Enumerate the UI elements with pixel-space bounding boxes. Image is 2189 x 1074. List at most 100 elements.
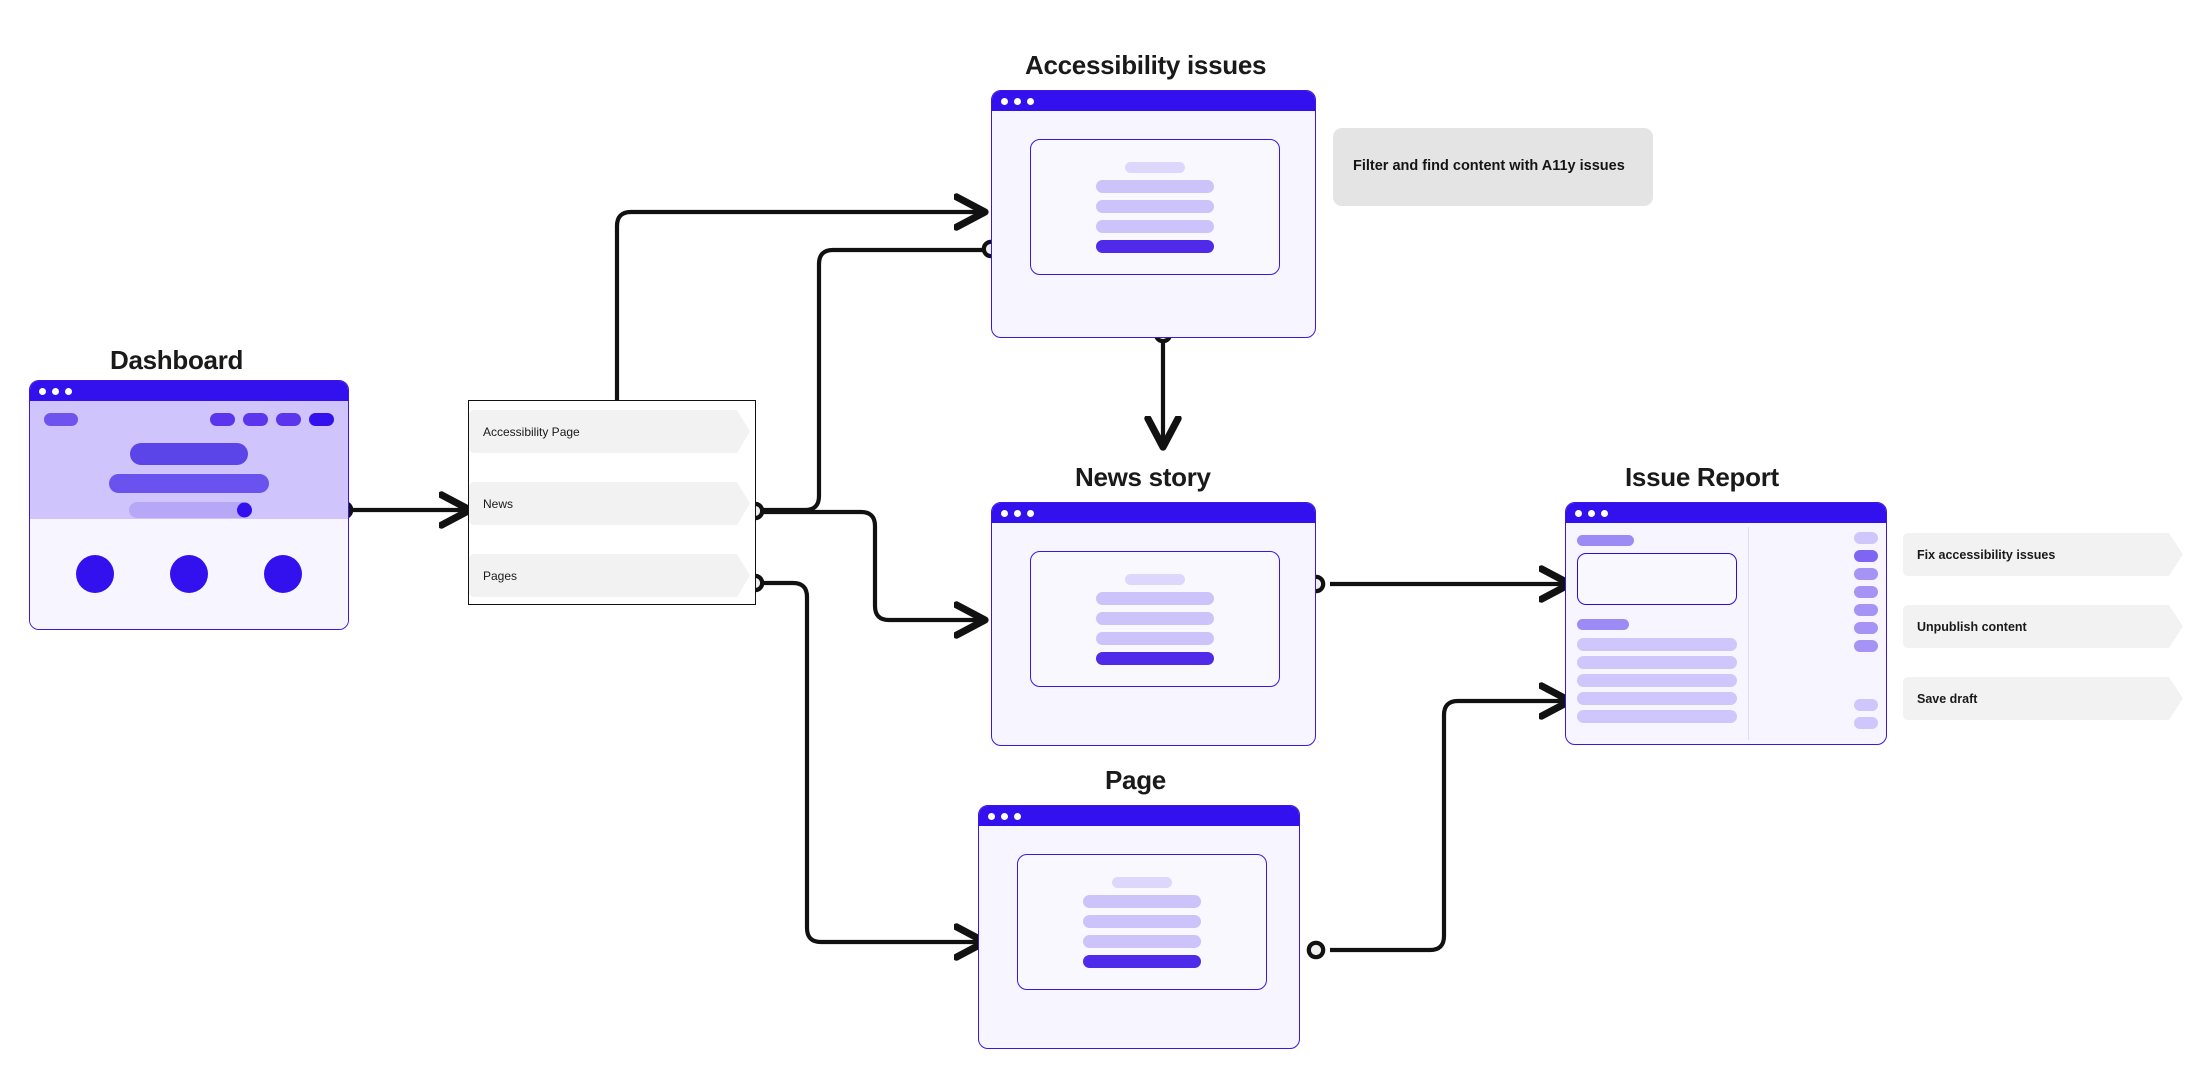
issue-list-row[interactable] [1577, 692, 1737, 705]
dashboard-cards-row [30, 519, 348, 629]
hero-subheading-placeholder [109, 474, 269, 493]
card-accessibility-issues[interactable] [991, 90, 1316, 338]
sidebar-pill-selected[interactable] [1854, 550, 1878, 562]
hero-heading-placeholder [130, 443, 248, 465]
sidebar-pill[interactable] [1854, 568, 1878, 580]
page-title-accessibility-issues: Accessibility issues [1025, 50, 1267, 80]
nav-item-placeholder[interactable] [276, 413, 301, 426]
field-label-placeholder [1577, 619, 1629, 630]
card-dashboard[interactable] [29, 380, 349, 630]
dashboard-hero-content [44, 443, 334, 518]
issue-list-row[interactable] [1577, 638, 1737, 651]
annotation-filter-note: Filter and find content with A11y issues [1333, 128, 1653, 206]
window-dot-icon [1001, 97, 1008, 105]
dashboard-hero [30, 401, 348, 519]
issue-list [1577, 638, 1737, 723]
sidebar-footer [1854, 699, 1878, 735]
window-dot-icon [1001, 509, 1008, 517]
panel-line-placeholder [1083, 934, 1201, 948]
sidebar-divider [1748, 527, 1749, 740]
window-dot-icon [1014, 812, 1021, 820]
window-dot-icon [1014, 97, 1021, 105]
panel-line-placeholder [1083, 914, 1201, 928]
sidebar-pill[interactable] [1854, 586, 1878, 598]
panel-line-placeholder [1096, 611, 1214, 625]
panel-line-placeholder [1096, 179, 1214, 193]
sidebar-footer-pill[interactable] [1854, 717, 1878, 729]
card-page[interactable] [978, 805, 1300, 1049]
issue-list-row[interactable] [1577, 710, 1737, 723]
slider-knob[interactable] [237, 502, 252, 518]
dashboard-card-circle[interactable] [170, 555, 208, 593]
sidebar-pill[interactable] [1854, 532, 1878, 544]
panel-line-placeholder [1096, 591, 1214, 605]
logo-placeholder [44, 413, 78, 426]
panel-title-placeholder [1125, 161, 1185, 173]
navigation-menu[interactable]: Accessibility Page News Pages [468, 400, 756, 605]
window-dot-icon [39, 387, 46, 395]
annotation-text: Filter and find content with A11y issues [1353, 158, 1625, 175]
dashboard-navbar [44, 413, 334, 426]
dashboard-card-circle[interactable] [264, 555, 302, 593]
hero-slider-placeholder[interactable] [129, 502, 252, 518]
page-title-news-story: News story [1075, 462, 1211, 492]
nav-item-placeholder[interactable] [243, 413, 268, 426]
menu-item-news[interactable]: News [469, 482, 750, 525]
window-dot-icon [65, 387, 72, 395]
panel-title-placeholder [1112, 876, 1172, 888]
issue-report-body [1566, 523, 1886, 744]
window-dot-icon [1027, 509, 1034, 517]
window-dot-icon [1601, 509, 1608, 517]
window-dot-icon [1027, 97, 1034, 105]
panel-line-placeholder [1096, 631, 1214, 645]
panel-cta-placeholder[interactable] [1083, 954, 1201, 968]
issue-report-main [1566, 523, 1748, 744]
dashboard-card-circle[interactable] [76, 555, 114, 593]
window-titlebar [979, 806, 1299, 826]
issue-description-field[interactable] [1577, 553, 1737, 605]
content-panel [1030, 551, 1280, 687]
dashboard-body [30, 401, 348, 629]
action-unpublish-content[interactable]: Unpublish content [1903, 605, 2183, 648]
wire-accessibility-menu-to-accessibility-issues [614, 212, 980, 412]
wire-news-to-news-story [762, 509, 980, 620]
sidebar-footer-pill[interactable] [1854, 699, 1878, 711]
window-dot-icon [52, 387, 59, 395]
wire-pages-to-page [762, 580, 980, 942]
wire-page-to-issue-report [1330, 701, 1565, 953]
window-titlebar [992, 91, 1315, 111]
node-page-out [1306, 940, 1326, 960]
window-dot-icon [1014, 509, 1021, 517]
card-news-story[interactable] [991, 502, 1316, 746]
news-story-body [992, 523, 1315, 745]
issue-list-row[interactable] [1577, 656, 1737, 669]
menu-item-pages[interactable]: Pages [469, 554, 750, 597]
sidebar-pill[interactable] [1854, 622, 1878, 634]
panel-line-placeholder [1096, 199, 1214, 213]
panel-cta-placeholder[interactable] [1096, 651, 1214, 665]
content-panel [1017, 854, 1267, 990]
issue-report-sidebar [1846, 523, 1886, 744]
issue-list-row[interactable] [1577, 674, 1737, 687]
action-fix-accessibility-issues[interactable]: Fix accessibility issues [1903, 533, 2183, 576]
action-save-draft[interactable]: Save draft [1903, 677, 2183, 720]
window-titlebar [1566, 503, 1886, 523]
page-title-page: Page [1105, 765, 1166, 795]
field-label-placeholder [1577, 535, 1634, 546]
nav-item-cta-placeholder[interactable] [309, 413, 334, 426]
window-dot-icon [988, 812, 995, 820]
card-issue-report[interactable] [1565, 502, 1887, 745]
window-titlebar [992, 503, 1315, 523]
dashboard-nav-items[interactable] [210, 413, 334, 426]
nav-item-placeholder[interactable] [210, 413, 235, 426]
sidebar-pill[interactable] [1854, 604, 1878, 616]
page-body [979, 826, 1299, 1048]
menu-item-label: News [483, 496, 514, 511]
page-title-issue-report: Issue Report [1625, 462, 1779, 492]
sidebar-pill[interactable] [1854, 640, 1878, 652]
panel-cta-placeholder[interactable] [1096, 239, 1214, 253]
menu-item-accessibility-page[interactable]: Accessibility Page [469, 410, 750, 453]
panel-title-placeholder [1125, 573, 1185, 585]
page-title-dashboard: Dashboard [110, 345, 244, 375]
